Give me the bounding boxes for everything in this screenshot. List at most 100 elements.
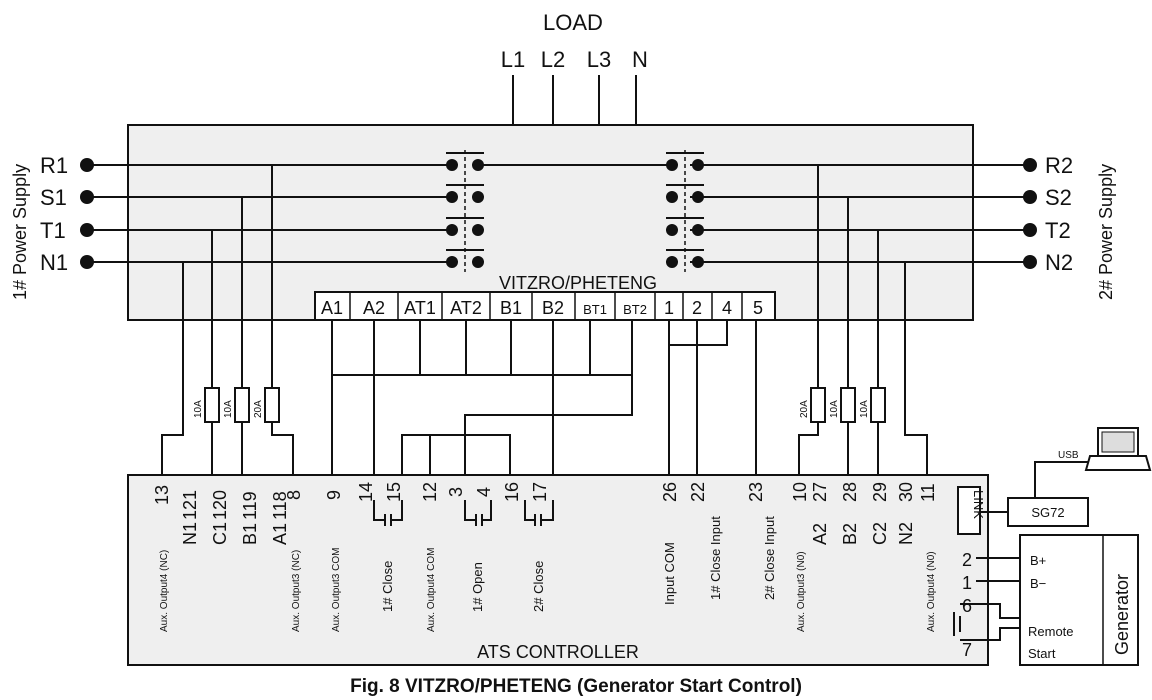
controller-function-labels: Aux. Output4 (NC) Aux. Output3 (NC) Aux.… [159,516,937,632]
label-1-open: 1# Open [470,562,485,612]
load-phase-l1: L1 [501,47,525,72]
switch-terminal-bt2: BT2 [623,302,647,317]
fuse-right-2: 10A [829,400,840,418]
label-input-com: Input COM [662,542,677,605]
ctrl-num-16: 16 [502,482,522,502]
controller-terminal-names: N1 C1 B1 A1 A2 B2 C2 N2 [180,522,916,545]
control-wires [161,165,928,475]
label-aux3-com: Aux. Output3 COM [331,548,342,632]
ctrl-num-11: 11 [918,483,938,502]
terminal-r1: R1 [40,153,68,178]
fuse-left-2: 10A [223,400,234,418]
load-phase-l3: L3 [587,47,611,72]
switch-terminal-4: 4 [722,298,732,318]
switch-terminal-a1: A1 [321,298,343,318]
gen-terminal-2: 2 [962,550,972,570]
label-2-close: 2# Close [531,561,546,612]
switch-body [127,124,974,321]
switch-terminal-at2: AT2 [450,298,482,318]
label-aux3-no: Aux. Output3 (N0) [796,551,807,632]
ctrl-num-17: 17 [530,482,550,502]
switch-terminal-b1: B1 [500,298,522,318]
load-phase-l2: L2 [541,47,565,72]
fuses-left [204,387,280,423]
ctrl-name-c2: C2 [870,522,890,545]
ctrl-name-a2: A2 [810,523,830,545]
load-title: LOAD [543,10,603,35]
link-label: LINK [971,490,986,519]
fuses-right [810,387,886,423]
usb-label: USB [1058,450,1079,461]
fuse-left-3: 20A [253,400,264,418]
terminal-t2: T2 [1045,218,1071,243]
fuse-right-3: 10A [859,400,870,418]
gen-terminal-6: 6 [962,596,972,616]
ctrl-num-28: 28 [840,482,860,502]
sg72-label: SG72 [1031,505,1064,520]
terminal-n1: N1 [40,250,68,275]
label-1-close-input: 1# Close Input [708,516,723,600]
ctrl-num-12: 12 [420,482,440,502]
ctrl-num-119: 119 [240,491,260,520]
load-phase-n: N [632,47,648,72]
switch-terminal-strip [314,291,776,321]
ctrl-name-b1: B1 [240,523,260,545]
label-aux3-nc: Aux. Output3 (NC) [291,550,302,632]
generator-start: Start [1028,646,1056,661]
ctrl-name-c1: C1 [210,522,230,545]
ctrl-num-120: 120 [210,490,230,520]
generator-remote: Remote [1028,624,1074,639]
fuse-right-1: 20A [799,400,810,418]
ctrl-num-8: 8 [284,490,304,500]
usb-cable [1034,461,1100,498]
switch-terminal-b2: B2 [542,298,564,318]
figure-caption: Fig. 8 VITZRO/PHETENG (Generator Start C… [350,676,802,697]
fuse-left-1: 10A [193,400,204,418]
switch-terminal-at1: AT1 [404,298,436,318]
label-aux4-nc: Aux. Output4 (NC) [159,550,170,632]
ats-controller-title: ATS CONTROLLER [477,642,639,662]
supply2-terminals [1023,158,1037,269]
generator-wires [953,557,1020,641]
relay-contacts [373,500,554,526]
supply-lines [87,164,1030,263]
ctrl-name-n1: N1 [180,522,200,545]
gen-terminal-7: 7 [962,640,972,660]
terminal-s2: S2 [1045,185,1072,210]
ctrl-name-n2: N2 [896,522,916,545]
switch-name: VITZRO/PHETENG [499,273,657,293]
generator-b-minus: B− [1030,576,1046,591]
ctrl-num-23: 23 [746,482,766,502]
ctrl-num-15: 15 [384,482,404,502]
controller-terminal-numbers: 13 121 120 119 118 8 9 14 15 12 3 4 16 1… [152,482,938,520]
supply1-terminals [80,158,94,269]
supply1-label: 1# Power Supply [10,164,30,300]
ctrl-num-118: 118 [270,491,290,520]
switch-contacts-right [666,150,704,272]
generator-label: Generator [1112,574,1132,655]
terminal-s1: S1 [40,185,67,210]
gen-terminal-1: 1 [962,573,972,593]
switch-terminal-2: 2 [692,298,702,318]
ctrl-num-27: 27 [810,482,830,502]
terminal-n2: N2 [1045,250,1073,275]
label-2-close-input: 2# Close Input [762,516,777,600]
switch-terminal-5: 5 [753,298,763,318]
ctrl-name-b2: B2 [840,523,860,545]
ctrl-num-121: 121 [180,490,200,520]
switch-contacts-left [446,150,484,272]
generator-box [1019,534,1139,666]
ctrl-num-29: 29 [870,482,890,502]
label-aux4-com: Aux. Output4 COM [426,548,437,632]
ctrl-num-3: 3 [446,487,466,497]
ctrl-num-10: 10 [790,482,810,502]
laptop-icon [1084,427,1152,471]
terminal-r2: R2 [1045,153,1073,178]
label-1-close: 1# Close [380,561,395,612]
ctrl-num-22: 22 [688,482,708,502]
terminal-t1: T1 [40,218,66,243]
supply2-label: 2# Power Supply [1096,164,1116,300]
ctrl-name-a1: A1 [270,523,290,545]
ctrl-num-9: 9 [324,490,344,500]
